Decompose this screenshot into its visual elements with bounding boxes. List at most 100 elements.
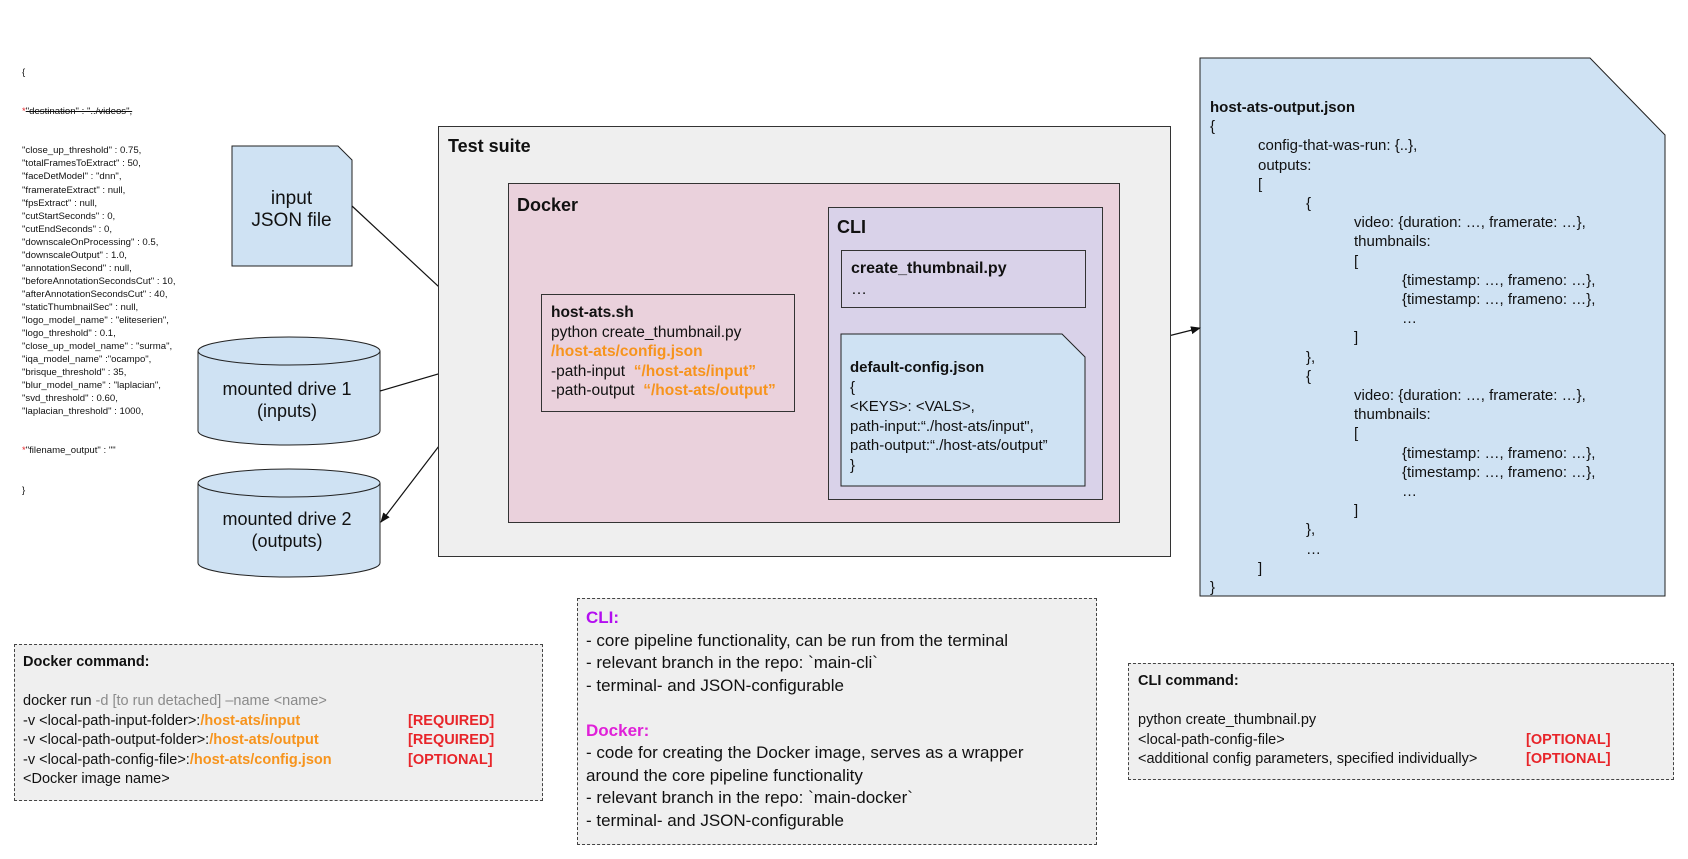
output-obj2-ts2: {timestamp: …, frameno: …},	[1402, 463, 1596, 481]
notes-cli-line: - relevant branch in the repo: `main-cli…	[586, 653, 878, 672]
output-obj2-open: {	[1306, 367, 1312, 385]
docker-v1-label: -v <local-path-input-folder>:	[23, 712, 201, 729]
mounted-drive-2-label: mounted drive 2 (outputs)	[196, 508, 378, 552]
output-obj1-close: },	[1306, 348, 1316, 366]
drive1-line2: (inputs)	[256, 401, 318, 421]
config-filename-output-line: "filename_output" : ""	[25, 445, 116, 457]
notes-cli-line: - terminal- and JSON-configurable	[586, 675, 844, 695]
cli-command-title: CLI command:	[1138, 673, 1239, 689]
config-line: "logo_threshold" : 0.1,	[22, 328, 116, 340]
drive1-line1: mounted drive 1	[222, 379, 352, 399]
output-obj2-ts1: {timestamp: …, frameno: …},	[1402, 444, 1596, 462]
docker-title: Docker	[517, 195, 579, 215]
notes-docker-line: around the core pipeline functionality	[586, 765, 863, 785]
config-line: "cutStartSeconds" : 0,	[22, 210, 116, 222]
create-thumbnail-body: …	[851, 281, 867, 298]
notes-cli-line: - core pipeline functionality, can be ru…	[586, 630, 1009, 650]
config-lines: "close_up_threshold" : 0.75,"totalFrames…	[22, 144, 176, 418]
default-config-text: default-config.json {<KEYS>: <VALS>,path…	[850, 358, 1048, 475]
create-thumbnail-box	[841, 250, 1086, 308]
default-config-file-shape	[840, 333, 1086, 487]
config-line: "logo_model_name" : "eliteserien",	[22, 314, 169, 326]
config-star-marker: *	[22, 106, 26, 118]
input-json-file-shape	[231, 145, 353, 267]
host-ats-line1: python create_thumbnail.py	[551, 323, 742, 341]
output-obj1-video: video: {duration: …, framerate: …},	[1354, 214, 1586, 232]
default-config-title: default-config.json	[850, 359, 985, 376]
output-obj1-ellipsis: …	[1402, 310, 1417, 328]
config-star-marker-2: *	[22, 445, 26, 457]
cli-command-line3: <additional config parameters, specified…	[1138, 751, 1478, 767]
mounted-drive-1-label: mounted drive 1 (inputs)	[196, 378, 378, 422]
output-open: {	[1210, 118, 1216, 136]
output-obj2-close: },	[1306, 521, 1316, 539]
config-line: "brisque_threshold" : 35,	[22, 367, 127, 379]
config-line: "afterAnnotationSecondsCut" : 40,	[22, 288, 168, 300]
output-obj2-ellipsis: …	[1402, 483, 1417, 501]
output-list-close: ]	[1258, 559, 1263, 577]
output-outputs-key: outputs:	[1258, 156, 1312, 174]
config-line: "blur_model_name" : "laplacian",	[22, 380, 161, 392]
docker-run-opts: -d [to run detached] –name <name>	[95, 693, 327, 709]
host-ats-path-input-label: -path-input	[551, 362, 634, 380]
output-obj2-thumb-close: ]	[1354, 502, 1359, 520]
default-config-line: {	[850, 378, 856, 396]
output-json-text: host-ats-output.json { config-that-was-r…	[1210, 98, 1595, 597]
output-obj1-ts1: {timestamp: …, frameno: …},	[1402, 271, 1596, 289]
output-obj2-video: video: {duration: …, framerate: …},	[1354, 387, 1586, 405]
drive2-line1: mounted drive 2	[222, 509, 352, 529]
docker-v1-path: /host-ats/input	[200, 712, 301, 729]
config-line: "downscaleOnProcessing" : 0.5,	[22, 236, 159, 248]
docker-command-box	[14, 644, 543, 801]
config-json-list: { *"destination" : "../videos", "close_u…	[22, 40, 176, 510]
notes-docker-lines: - code for creating the Docker image, se…	[586, 742, 1023, 832]
output-list-ellipsis: …	[1306, 540, 1321, 558]
docker-command-title: Docker command:	[23, 654, 150, 670]
host-ats-path-output-label: -path-output	[551, 382, 644, 399]
output-json-title: host-ats-output.json	[1210, 99, 1355, 116]
config-line: "totalFramesToExtract" : 50,	[22, 158, 141, 170]
mounted-drive-1-shape	[197, 336, 381, 446]
create-thumbnail-title: create_thumbnail.py	[851, 260, 1007, 277]
cli-command-box	[1128, 663, 1674, 780]
config-line: "close_up_model_name" : "surma",	[22, 341, 173, 353]
input-file-line1: input	[270, 188, 313, 209]
host-ats-path-output-value: “/host-ats/output”	[643, 382, 776, 399]
default-config-line: path-input:“./host-ats/input",	[850, 417, 1034, 435]
output-obj2-thumb-open: [	[1354, 425, 1359, 443]
output-close: }	[1210, 579, 1216, 597]
docker-v3-path: /host-ats/config.json	[189, 751, 332, 768]
notes-cli-title: CLI:	[586, 608, 620, 627]
cli-command-line3-optional: [OPTIONAL]	[1526, 751, 1611, 767]
notes-docker-title: Docker:	[586, 720, 650, 740]
notes-docker-line: - relevant branch in the repo: `main-doc…	[586, 788, 913, 807]
notes-box	[577, 598, 1097, 845]
config-line: "staticThumbnailSec" : null,	[22, 301, 139, 313]
output-obj2-thumbnails: thumbnails:	[1354, 406, 1431, 424]
host-ats-text: host-ats.sh python create_thumbnail.py /…	[551, 303, 776, 401]
notes-docker-line: - code for creating the Docker image, se…	[586, 743, 1024, 762]
output-obj1-thumb-close: ]	[1354, 329, 1359, 347]
notes-docker-line: - terminal- and JSON-configurable	[586, 810, 844, 830]
config-line: "cutEndSeconds" : 0,	[22, 223, 113, 235]
output-obj1-open: {	[1306, 195, 1312, 213]
config-line: "faceDetModel" : "dnn",	[22, 171, 122, 183]
config-line: "downscaleOutput" : 1.0,	[22, 249, 127, 261]
cli-command-line2-optional: [OPTIONAL]	[1526, 731, 1611, 748]
create-thumbnail-text: create_thumbnail.py …	[851, 258, 1007, 300]
config-open-brace: {	[22, 67, 26, 79]
output-json-file-shape	[1199, 57, 1666, 597]
default-config-line: path-output:“./host-ats/output”	[850, 437, 1048, 454]
config-line: "svd_threshold" : 0.60,	[22, 393, 118, 405]
docker-v1-required: [REQUIRED]	[408, 712, 495, 729]
docker-command-text: Docker command: docker run -d [to run de…	[23, 653, 494, 790]
notes-cli-lines: - core pipeline functionality, can be ru…	[586, 630, 1023, 698]
config-line: "fpsExtract" : null,	[22, 197, 98, 209]
test-suite-title: Test suite	[448, 136, 531, 156]
docker-v2-required: [REQUIRED]	[408, 732, 495, 748]
host-ats-box	[541, 294, 795, 412]
mounted-drive-2-shape	[197, 468, 381, 578]
docker-v2-label: -v <local-path-output-folder>:	[23, 732, 210, 748]
docker-run: docker run	[23, 693, 96, 709]
config-line: "framerateExtract" : null,	[22, 184, 126, 196]
